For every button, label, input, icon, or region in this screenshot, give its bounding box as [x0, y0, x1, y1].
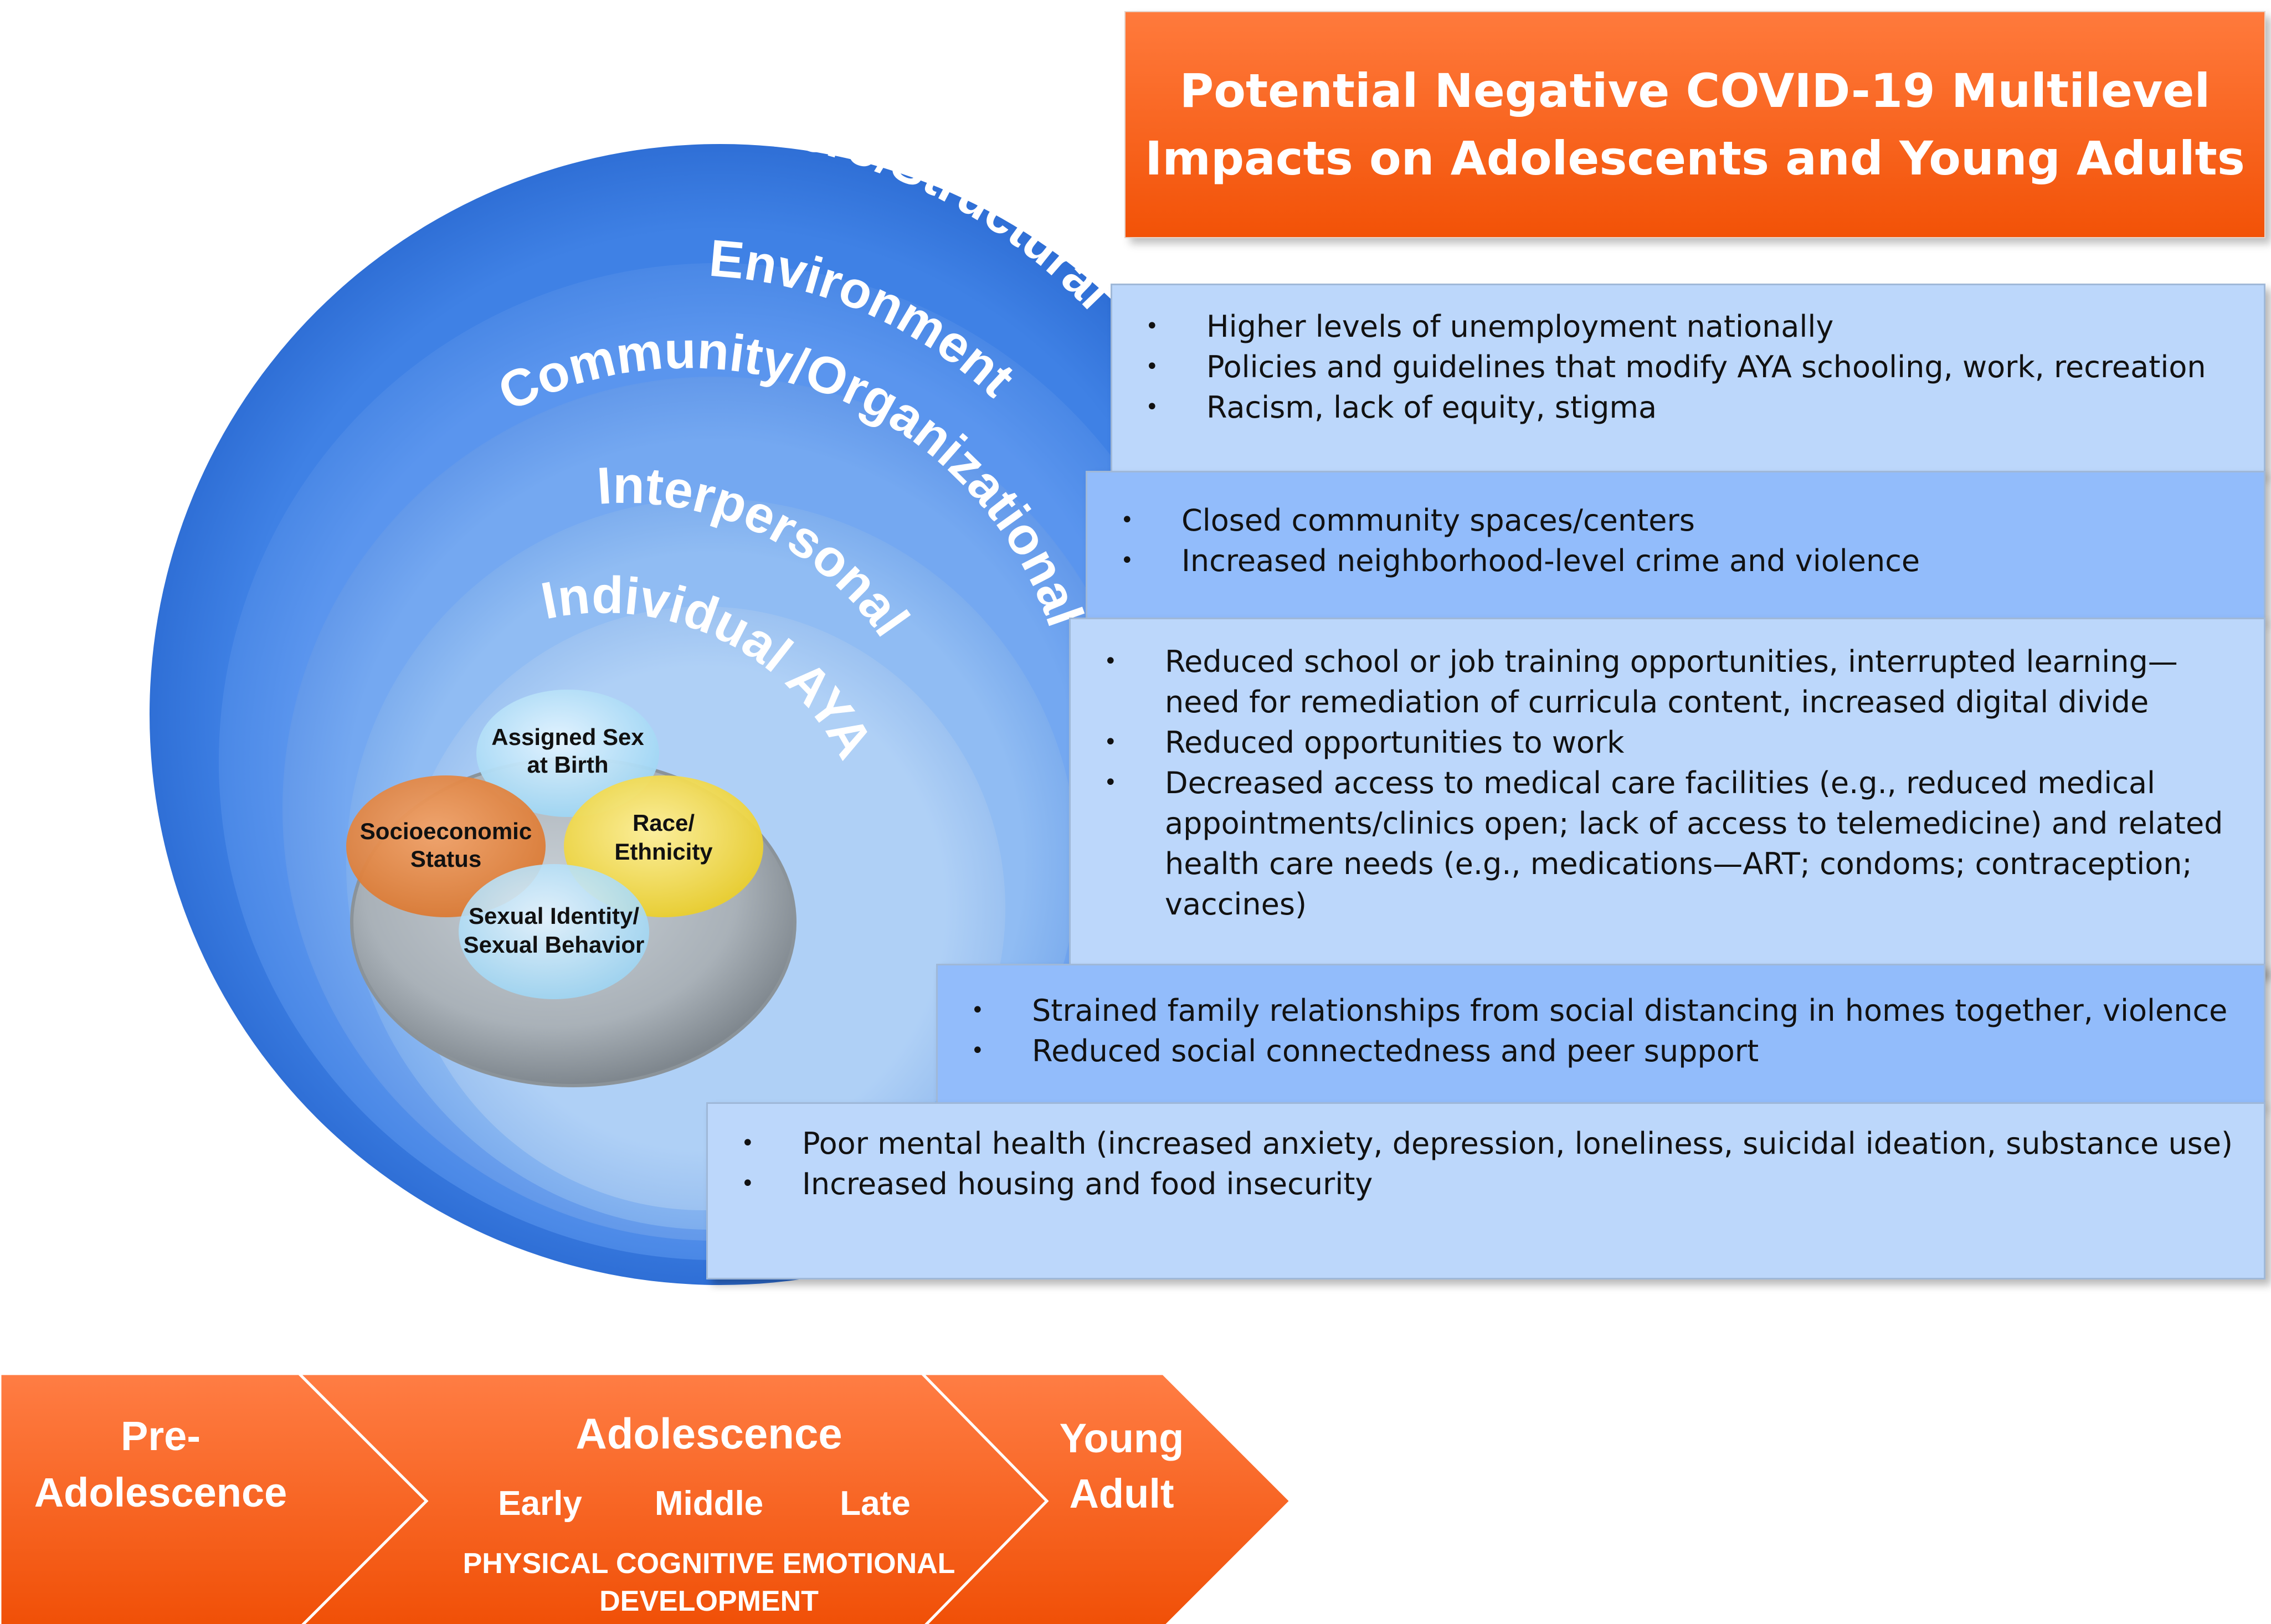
title-banner: Potential Negative COVID-19 Multilevel I… [1124, 11, 2265, 238]
diagram-title: Potential Negative COVID-19 Multilevel I… [1145, 64, 2245, 186]
impact-item: Decreased access to medical care facilit… [1071, 763, 2225, 924]
impact-item: Closed community spaces/centers [1087, 500, 2264, 541]
impact-item: Higher levels of unemployment nationally [1112, 306, 2264, 347]
timeline-stage-middle: Middle [655, 1484, 763, 1523]
impact-item: Reduced social connectedness and peer su… [938, 1031, 2264, 1071]
timeline-pre-label: Pre-Adolescence [34, 1413, 287, 1515]
timeline-stage-late: Late [840, 1484, 910, 1523]
timeline-adolescence-label: Adolescence [576, 1409, 842, 1458]
impact-item: Racism, lack of equity, stigma [1112, 387, 2264, 428]
impact-item: Reduced school or job training opportuni… [1071, 641, 2225, 722]
impact-box-community: Reduced school or job training opportuni… [1069, 618, 2265, 975]
impact-item: Poor mental health (increased anxiety, d… [708, 1123, 2264, 1164]
factor-sexual-identity-circle [459, 864, 649, 999]
timeline-stage-early: Early [498, 1484, 582, 1523]
impact-item: Increased housing and food insecurity [708, 1164, 2264, 1204]
timeline: Pre-Adolescence Adolescence Early Middle… [0, 1372, 1293, 1624]
timeline-young-adult-arrow [919, 1372, 1293, 1624]
impact-item: Strained family relationships from socia… [938, 990, 2264, 1031]
impact-item: Policies and guidelines that modify AYA … [1112, 347, 2264, 387]
impact-box-individual: Poor mental health (increased anxiety, d… [706, 1102, 2265, 1279]
impact-item: Increased neighborhood-level crime and v… [1087, 541, 2264, 581]
impact-box-macro: Higher levels of unemployment nationally… [1111, 284, 2265, 475]
factor-sexual-identity-label: Sexual Identity/Sexual Behavior [464, 903, 645, 958]
factor-race-label: Race/Ethnicity [614, 810, 713, 865]
impact-item: Reduced opportunities to work [1071, 722, 2225, 763]
impact-box-interpersonal: Strained family relationships from socia… [936, 964, 2265, 1105]
impact-box-environment: Closed community spaces/centers Increase… [1086, 471, 2265, 620]
